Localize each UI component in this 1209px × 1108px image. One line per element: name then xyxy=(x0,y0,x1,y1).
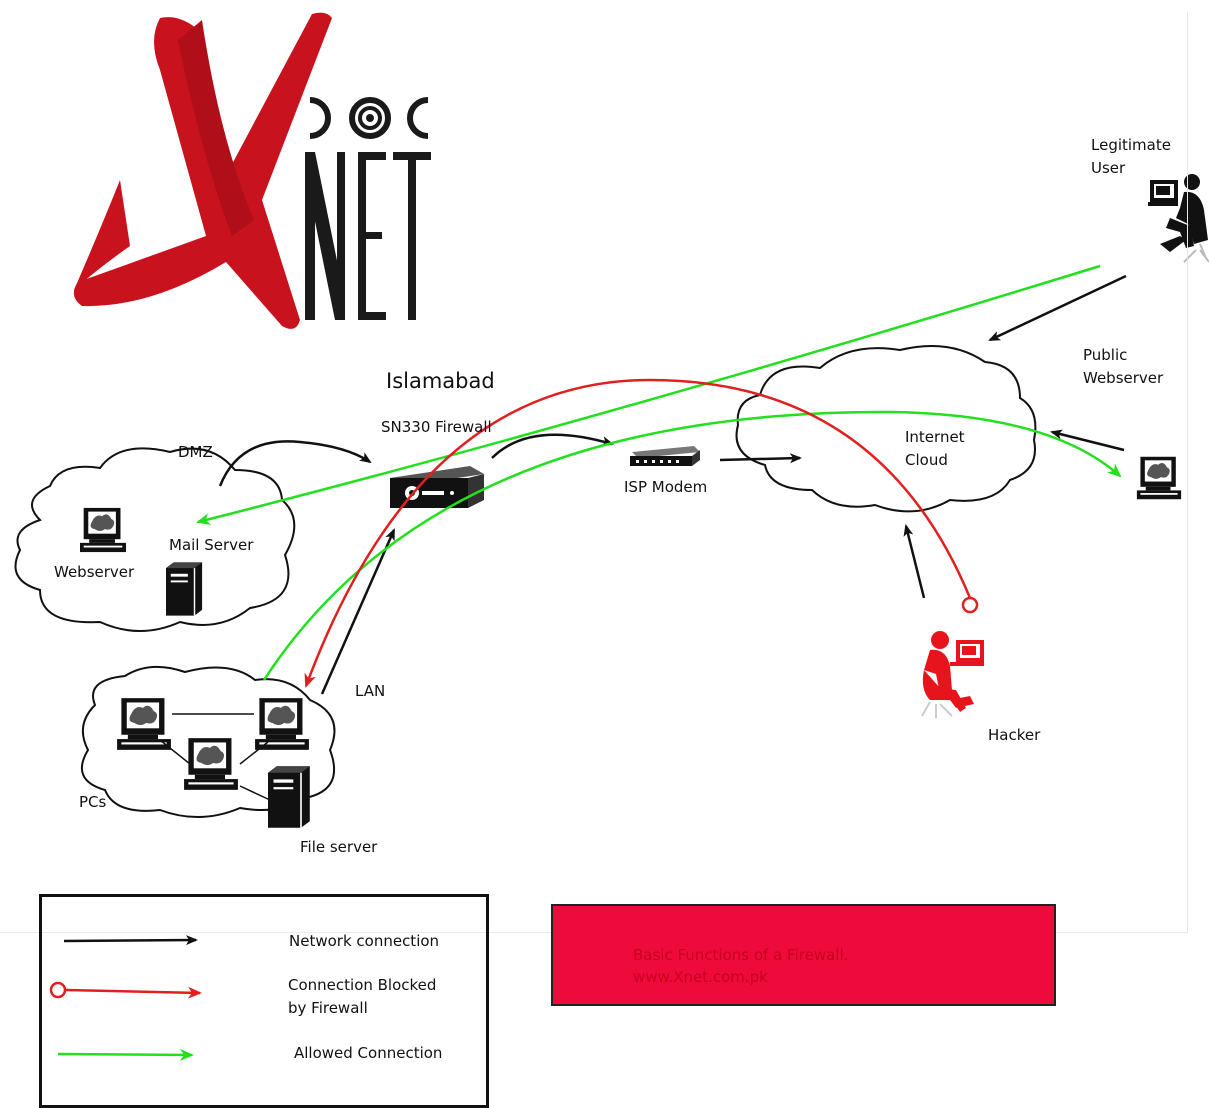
caption-text: Basic Functions of a Firewall. www.Xnet.… xyxy=(633,944,848,988)
location-title: Islamabad xyxy=(386,370,495,393)
file-server-tower-icon xyxy=(268,766,310,828)
internet-cloud-label: Internet Cloud xyxy=(905,426,965,472)
caption-box: Basic Functions of a Firewall. www.Xnet.… xyxy=(551,904,1056,1006)
pcs-label: PCs xyxy=(79,791,106,814)
legitimate-user-label: Legitimate User xyxy=(1091,134,1171,180)
dmz-label: DMZ xyxy=(178,441,213,464)
isp-modem-icon xyxy=(630,446,700,466)
webserver-monitor-icon xyxy=(80,508,126,552)
public-webserver-label: Public Webserver xyxy=(1083,344,1163,390)
blocked-origin-circle xyxy=(963,598,977,612)
mail-server-label: Mail Server xyxy=(169,534,253,557)
pc-monitor-icon xyxy=(184,738,238,790)
hacker-icon xyxy=(922,631,984,718)
isp-modem-label: ISP Modem xyxy=(624,476,707,499)
x-logo xyxy=(74,13,332,329)
hacker-label: Hacker xyxy=(988,724,1040,747)
legend-network-label: Network connection xyxy=(289,930,439,953)
legend-blocked-label: Connection Blocked by Firewall xyxy=(288,974,436,1020)
firewall-label: SN330 Firewall xyxy=(381,416,492,439)
doc-mark xyxy=(310,100,428,136)
net-wordmark xyxy=(305,152,431,320)
network-connection-hacker-internet xyxy=(906,526,924,598)
legend-allowed-label: Allowed Connection xyxy=(294,1042,442,1065)
caption-line-1: Basic Functions of a Firewall. xyxy=(633,944,848,966)
pc-monitor-icon xyxy=(255,698,309,750)
network-connection-lan-firewall xyxy=(322,530,394,694)
firewall-device-icon xyxy=(390,466,484,508)
legitimate-user-icon xyxy=(1148,174,1209,262)
network-connection-user-internet xyxy=(990,276,1126,340)
file-server-label: File server xyxy=(300,836,377,859)
mail-server-tower-icon xyxy=(166,562,202,615)
webserver-label: Webserver xyxy=(54,561,134,584)
internet-cloud-icon xyxy=(737,346,1036,511)
caption-line-2: www.Xnet.com.pk xyxy=(633,966,848,988)
lan-label: LAN xyxy=(355,680,385,703)
public-webserver-monitor-icon xyxy=(1137,457,1181,499)
right-border xyxy=(1187,12,1188,932)
